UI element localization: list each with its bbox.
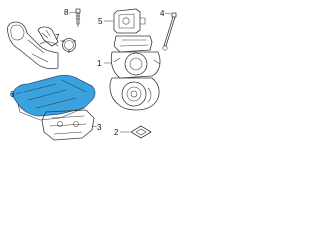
turbocharger-body-part [109, 35, 161, 111]
actuator-part [113, 8, 146, 34]
inlet-duct-part [7, 21, 59, 70]
exhaust-bracket-part [41, 109, 95, 141]
callout-1: 1 [97, 59, 102, 68]
actuator-rod-part [162, 12, 177, 51]
leader-lines [15, 11, 172, 133]
sensor-part [75, 8, 81, 28]
callout-8: 8 [64, 8, 69, 17]
turbocharger-parts-diagram: 1 2 3 4 5 6 7 8 [7, 8, 177, 141]
callout-4: 4 [160, 9, 165, 18]
outlet-gasket-part [130, 125, 152, 139]
callout-5: 5 [98, 17, 103, 26]
callout-6: 6 [10, 90, 15, 99]
callout-2: 2 [114, 128, 119, 137]
heat-shield-part [11, 74, 96, 121]
callout-7: 7 [55, 33, 60, 42]
gasket-ring-part [62, 38, 76, 53]
heat-shield-fill [11, 74, 96, 117]
callout-3: 3 [97, 123, 102, 132]
